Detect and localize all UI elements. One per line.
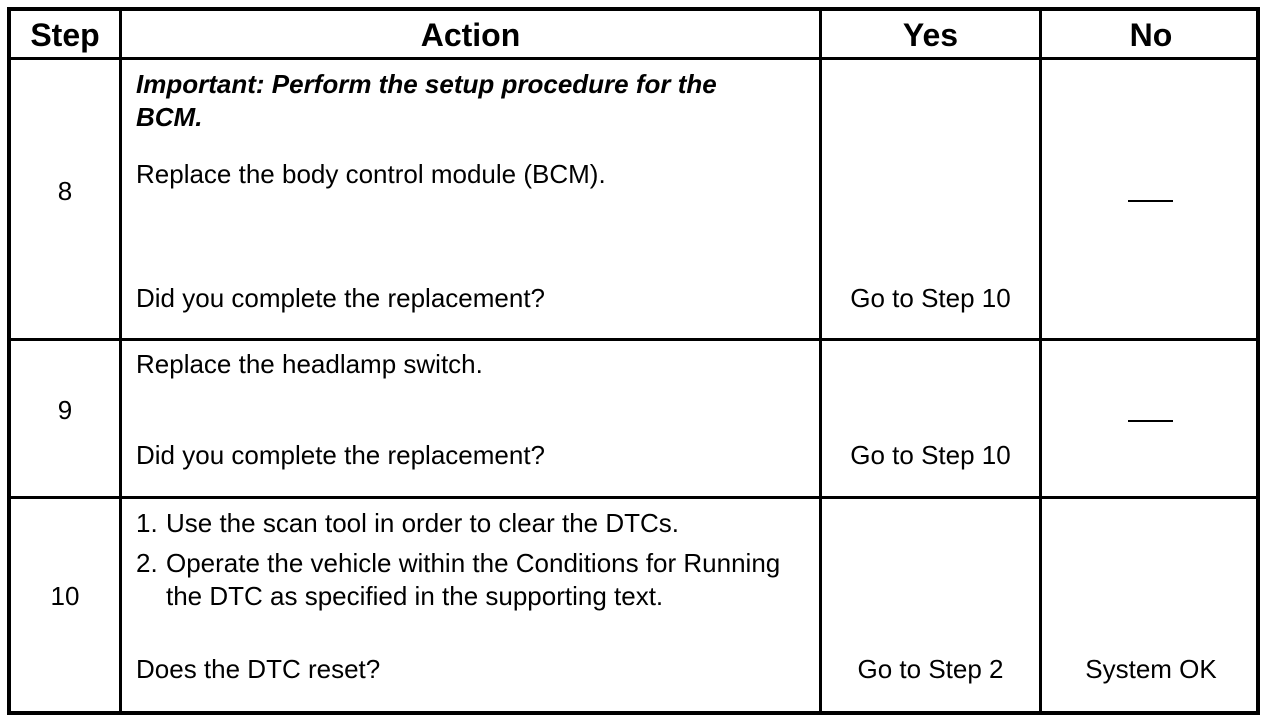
column-divider	[819, 11, 822, 711]
step-number: 10	[50, 581, 80, 611]
no-action: System OK	[1085, 654, 1217, 684]
header-no: No	[1129, 16, 1173, 53]
list-item-number: 1.	[136, 508, 158, 538]
no-action-dash	[1128, 200, 1173, 202]
header-step: Step	[30, 16, 100, 53]
list-item-text: Operate the vehicle within the Condition…	[166, 548, 781, 611]
row-divider	[11, 496, 1256, 499]
important-note: Important: Perform the setup procedure f…	[136, 69, 717, 132]
list-item-number: 2.	[136, 548, 158, 578]
yes-action: Go to Step 2	[857, 654, 1004, 684]
column-divider	[119, 11, 122, 711]
step-number: 9	[57, 395, 73, 425]
row-divider	[11, 338, 1256, 341]
step-number: 8	[57, 176, 73, 206]
diagnostic-table: Step Action Yes No 8 Important: Perform …	[7, 7, 1260, 715]
yes-action: Go to Step 10	[850, 283, 1011, 313]
action-instruction: Replace the body control module (BCM).	[136, 159, 606, 189]
list-item-text: Use the scan tool in order to clear the …	[166, 508, 680, 538]
row-divider	[11, 57, 1256, 60]
no-action-dash	[1128, 420, 1173, 422]
list-item: 2. Operate the vehicle within the Condit…	[136, 547, 796, 646]
header-action: Action	[420, 16, 521, 53]
header-yes: Yes	[902, 16, 959, 53]
action-question: Did you complete the replacement?	[136, 440, 546, 470]
list-item: 1. Use the scan tool in order to clear t…	[136, 507, 796, 540]
column-divider	[1039, 11, 1042, 711]
action-instruction: Replace the headlamp switch.	[136, 349, 483, 379]
action-question: Did you complete the replacement?	[136, 283, 546, 313]
action-question: Does the DTC reset?	[136, 654, 381, 684]
yes-action: Go to Step 10	[850, 440, 1011, 470]
